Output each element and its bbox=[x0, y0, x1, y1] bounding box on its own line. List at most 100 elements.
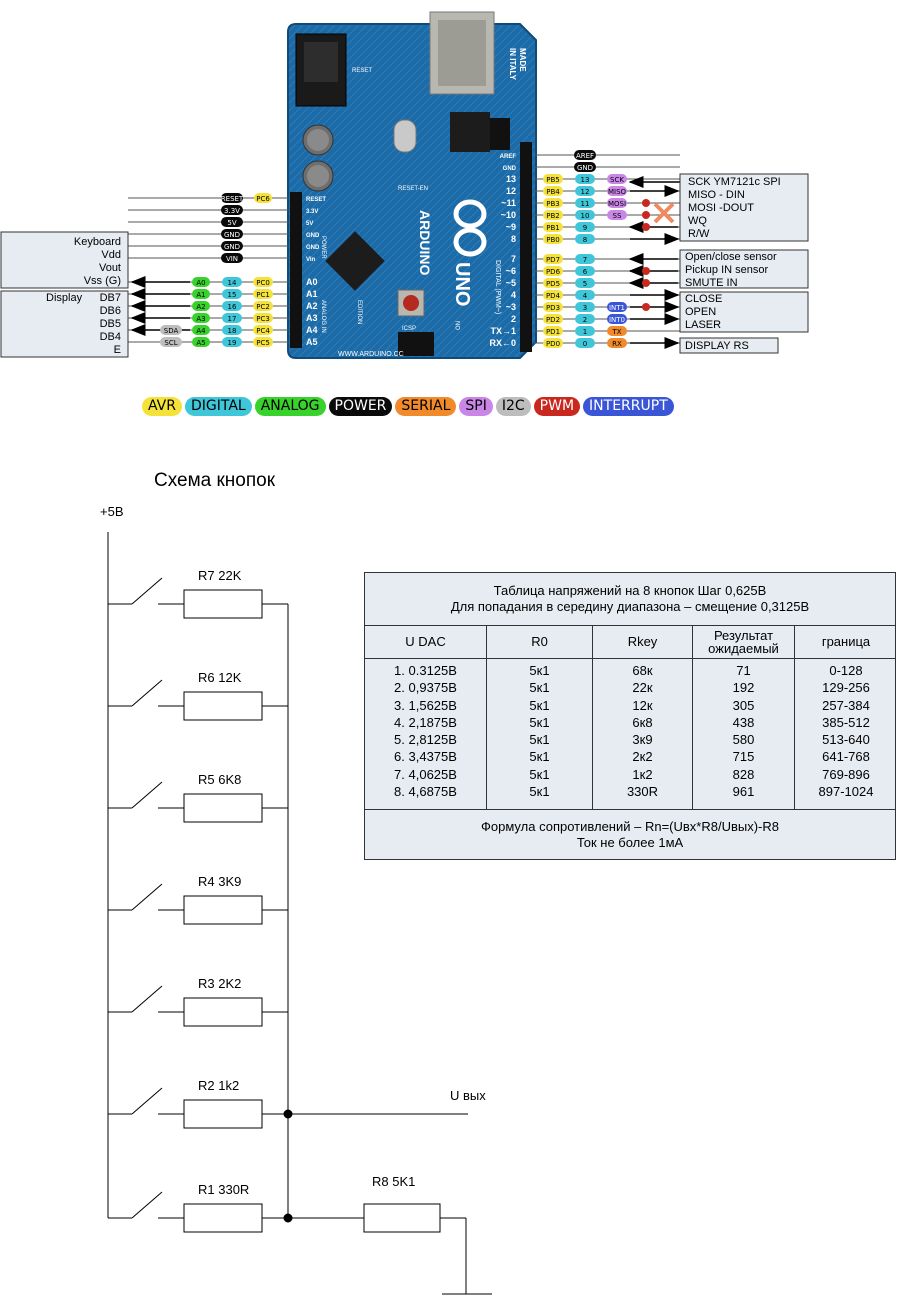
digital-header bbox=[520, 142, 532, 352]
svg-text:5: 5 bbox=[583, 280, 587, 288]
svg-text:INT1: INT1 bbox=[609, 304, 625, 312]
table-cell: 580 bbox=[732, 732, 755, 748]
table-cell: 1. 0.3125В bbox=[394, 663, 457, 678]
svg-text:PB2: PB2 bbox=[546, 212, 559, 220]
header-label: ~10 bbox=[501, 210, 516, 220]
serial-pin-tag: TX bbox=[607, 326, 627, 336]
box-label: Vdd bbox=[101, 249, 121, 261]
svg-text:A4: A4 bbox=[196, 327, 206, 335]
avr-pin-tag: PB4 bbox=[543, 186, 563, 196]
table-cell: 715 bbox=[732, 749, 755, 765]
switch-icon bbox=[131, 679, 163, 707]
switch-icon bbox=[131, 1087, 163, 1115]
svg-text:5V: 5V bbox=[227, 219, 236, 227]
r8-label: R8 5K1 bbox=[372, 1174, 415, 1189]
header-label: A2 bbox=[306, 301, 318, 311]
pwm-marker bbox=[642, 303, 650, 311]
svg-text:6: 6 bbox=[583, 268, 588, 276]
header-label: 5V bbox=[306, 221, 313, 227]
resistor-label: R3 2K2 bbox=[198, 976, 241, 991]
svg-text:9: 9 bbox=[583, 224, 587, 232]
resistor-r8 bbox=[363, 1203, 441, 1233]
svg-text:GND: GND bbox=[224, 243, 240, 251]
svg-text:MISO: MISO bbox=[608, 188, 627, 196]
svg-text:A2: A2 bbox=[196, 303, 205, 311]
pwm-marker bbox=[642, 279, 650, 287]
digital-pin-tag: 4 bbox=[575, 290, 595, 300]
digital-pin-tag: 15 bbox=[222, 289, 242, 299]
switch-icon bbox=[131, 1191, 163, 1219]
switch-icon bbox=[131, 577, 163, 605]
header-label: 2 bbox=[511, 314, 516, 324]
table-cell: 769-896 bbox=[822, 766, 870, 782]
legend-chip: PWM bbox=[533, 397, 581, 416]
svg-text:10: 10 bbox=[581, 212, 590, 220]
pwm-marker bbox=[642, 223, 650, 231]
header-label: A0 bbox=[306, 277, 318, 287]
table-cell: 1к2 bbox=[632, 766, 653, 782]
i2c-pin-tag: SCL bbox=[160, 337, 182, 347]
table-cell: 68к bbox=[632, 663, 653, 678]
resistor bbox=[183, 895, 263, 925]
arduino-board: MADE IN ITALY ARDUINO UNO WWW.ARDUINO.CC… bbox=[287, 11, 537, 359]
table-caption: Таблица напряжений на 8 кнопок Шаг 0,625… bbox=[365, 573, 895, 626]
box-label: WQ bbox=[688, 215, 707, 227]
schematic-title: Схема кнопок bbox=[154, 470, 276, 491]
icsp-header bbox=[490, 118, 510, 150]
table-cell: 257-384 bbox=[822, 697, 870, 713]
analog-pin-tag: A2 bbox=[192, 301, 210, 311]
digital-pin-tag: 13 bbox=[575, 174, 595, 184]
table-cell: 305 bbox=[732, 697, 755, 713]
svg-text:AREF: AREF bbox=[576, 152, 594, 160]
header-label: A5 bbox=[306, 337, 318, 347]
digital-pin-tag: 11 bbox=[575, 198, 595, 208]
resistor bbox=[183, 1099, 263, 1129]
box-label: Vout bbox=[99, 262, 121, 274]
avr-pin-tag: PC1 bbox=[253, 289, 273, 299]
pwm-marker bbox=[642, 267, 650, 275]
header-label: RX←0 bbox=[489, 338, 516, 348]
digital-pin-tag: 12 bbox=[575, 186, 595, 196]
avr-pin-tag: PB5 bbox=[543, 174, 563, 184]
table-header-cell: U DAC bbox=[365, 625, 487, 658]
resistor-label: R1 330R bbox=[198, 1182, 249, 1197]
svg-text:ARDUINO: ARDUINO bbox=[417, 210, 433, 275]
table-cell: 192 bbox=[732, 680, 755, 696]
table-cell: 641-768 bbox=[822, 749, 870, 765]
header-label: RESET bbox=[306, 197, 326, 203]
switch-icon bbox=[131, 883, 163, 911]
header-label: Vin bbox=[306, 257, 316, 263]
header-label: ~6 bbox=[506, 266, 516, 276]
table-cell: 12к bbox=[632, 697, 653, 713]
box-label: Keyboard bbox=[74, 236, 121, 248]
svg-text:8: 8 bbox=[583, 236, 587, 244]
resistor-label: R7 22K bbox=[198, 568, 242, 583]
svg-text:PC1: PC1 bbox=[256, 291, 270, 299]
svg-text:RESET: RESET bbox=[352, 68, 372, 74]
svg-text:DIGITAL (PWM~): DIGITAL (PWM~) bbox=[494, 260, 501, 314]
spi-pin-tag: SCK bbox=[607, 174, 627, 184]
table-cell: 2к2 bbox=[632, 749, 653, 765]
svg-text:UNO: UNO bbox=[451, 262, 473, 306]
resistor bbox=[183, 691, 263, 721]
svg-text:A0: A0 bbox=[196, 279, 205, 287]
digital-pin-tag: 5 bbox=[575, 278, 595, 288]
svg-text:SS: SS bbox=[613, 212, 622, 220]
box-label: SCK YM7121c SPI bbox=[688, 176, 781, 188]
svg-text:WWW.ARDUINO.CC: WWW.ARDUINO.CC bbox=[338, 351, 404, 358]
svg-text:19: 19 bbox=[228, 339, 237, 347]
box-label: MOSI -DOUT bbox=[688, 202, 754, 214]
power-pin-tag: 3.3V bbox=[221, 205, 243, 215]
icsp-header bbox=[398, 332, 434, 356]
avr-pin-tag: PC4 bbox=[253, 325, 273, 335]
svg-text:11: 11 bbox=[581, 200, 590, 208]
power-pin-tag: GND bbox=[574, 162, 596, 172]
svg-text:A5: A5 bbox=[196, 339, 205, 347]
cross-icon bbox=[653, 202, 675, 224]
resistor-label: R6 12K bbox=[198, 670, 242, 685]
